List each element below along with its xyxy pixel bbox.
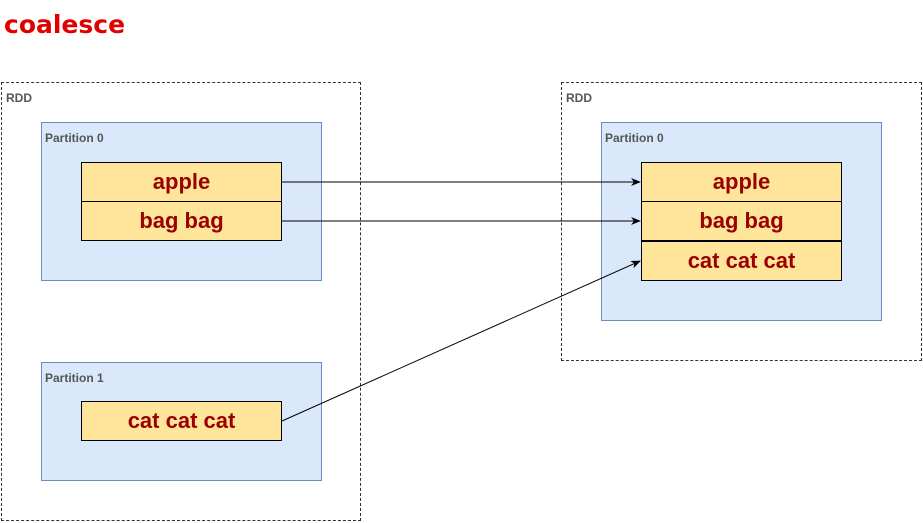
right-p0-record-0: apple — [641, 162, 842, 202]
right-p0-record-1: bag bag — [641, 201, 842, 241]
left-partition-1-label: Partition 1 — [45, 371, 104, 385]
left-p1-record-0: cat cat cat — [81, 401, 282, 441]
left-partition-0-label: Partition 0 — [45, 131, 104, 145]
arrow-cat-cat-cat — [281, 260, 641, 422]
right-partition-0-label: Partition 0 — [605, 131, 664, 145]
right-rdd-label: RDD — [566, 91, 592, 105]
left-p0-record-1: bag bag — [81, 201, 282, 241]
left-rdd-label: RDD — [6, 91, 32, 105]
diagram-title: coalesce — [4, 10, 126, 39]
left-p0-record-0: apple — [81, 162, 282, 202]
right-p0-record-2: cat cat cat — [641, 241, 842, 281]
left-rdd-container: RDD — [1, 82, 361, 521]
